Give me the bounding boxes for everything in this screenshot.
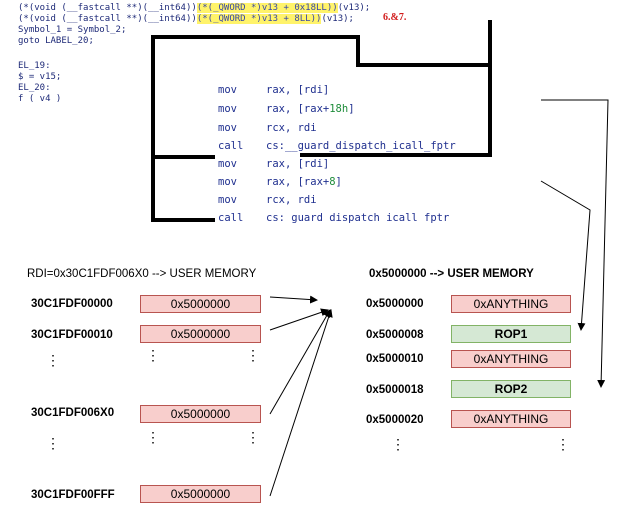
ellipsis-icon: ⋮ bbox=[391, 436, 405, 452]
asm-operand: rcx, rdi bbox=[266, 122, 317, 134]
code-line-4: goto LABEL_20; bbox=[18, 36, 94, 46]
rop-arrows bbox=[540, 99, 609, 388]
right-row-address: 0x5000018 bbox=[366, 384, 424, 396]
ellipsis-icon: ⋮ bbox=[146, 429, 160, 445]
ellipsis-icon: ⋮ bbox=[556, 436, 570, 452]
asm-operand: rax, [rdi] bbox=[266, 84, 330, 96]
code-line-2: (*(void (__fastcall **)(__int64))(*(_QWO… bbox=[18, 14, 354, 24]
ellipsis-icon: ⋮ bbox=[246, 347, 260, 363]
asm-mnemonic: mov bbox=[218, 194, 237, 206]
left-row-address: 30C1FDF00010 bbox=[31, 329, 113, 341]
code-line-5: EL_19: bbox=[18, 61, 51, 71]
ellipsis-icon: ⋮ bbox=[46, 352, 60, 368]
right-row-value: 0xANYTHING bbox=[451, 295, 571, 313]
code-line-6: $ = v15; bbox=[18, 72, 62, 82]
asm-mnemonic: call bbox=[218, 212, 244, 224]
asm-mnemonic: mov bbox=[218, 103, 237, 115]
code-line-7: EL_20: bbox=[18, 83, 51, 93]
annotation-label: 6.&7. bbox=[383, 12, 407, 23]
right-row-value: 0xANYTHING bbox=[451, 350, 571, 368]
ellipsis-icon: ⋮ bbox=[46, 435, 60, 451]
ellipsis-icon: ⋮ bbox=[146, 347, 160, 363]
left-row-value: 0x5000000 bbox=[140, 325, 261, 343]
asm-operand: cs:__guard_dispatch_icall_fptr bbox=[266, 140, 456, 152]
asm-mnemonic: mov bbox=[218, 176, 237, 188]
right-row-value: ROP2 bbox=[451, 380, 571, 398]
asm-mnemonic: mov bbox=[218, 84, 237, 96]
right-row-value: 0xANYTHING bbox=[451, 410, 571, 428]
left-row-value: 0x5000000 bbox=[140, 295, 261, 313]
left-row-value: 0x5000000 bbox=[140, 405, 261, 423]
left-row-address: 30C1FDF00000 bbox=[31, 298, 113, 310]
asm-mnemonic: mov bbox=[218, 158, 237, 170]
asm-mnemonic: call bbox=[218, 140, 244, 152]
right-row-address: 0x5000000 bbox=[366, 298, 424, 310]
asm-operand: rax, [rdi] bbox=[266, 158, 330, 170]
code-line-1: (*(void (__fastcall **)(__int64))(*(_QWO… bbox=[18, 3, 371, 13]
right-row-address: 0x5000008 bbox=[366, 329, 424, 341]
left-row-address: 30C1FDF00FFF bbox=[31, 489, 115, 501]
right-row-value: ROP1 bbox=[451, 325, 571, 343]
asm-operand: rax, [rax+8] bbox=[266, 176, 342, 188]
right-table-header: 0x5000000 --> USER MEMORY bbox=[369, 268, 534, 280]
right-row-address: 0x5000020 bbox=[366, 414, 424, 426]
code-bracket bbox=[151, 20, 492, 222]
pointer-arrows bbox=[269, 295, 333, 497]
asm-operand: rax, [rax+18h] bbox=[266, 103, 355, 115]
left-table-header: RDI=0x30C1FDF006X0 --> USER MEMORY bbox=[27, 268, 257, 280]
ellipsis-icon: ⋮ bbox=[246, 429, 260, 445]
asm-operand: cs: guard dispatch icall fptr bbox=[266, 212, 450, 224]
asm-operand: rcx, rdi bbox=[266, 194, 317, 206]
code-line-8: f ( v4 ) bbox=[18, 94, 62, 104]
right-row-address: 0x5000010 bbox=[366, 353, 424, 365]
left-row-address: 30C1FDF006X0 bbox=[31, 407, 115, 419]
asm-mnemonic: mov bbox=[218, 122, 237, 134]
code-line-3: Symbol_1 = Symbol_2; bbox=[18, 25, 127, 35]
left-row-value: 0x5000000 bbox=[140, 485, 261, 503]
